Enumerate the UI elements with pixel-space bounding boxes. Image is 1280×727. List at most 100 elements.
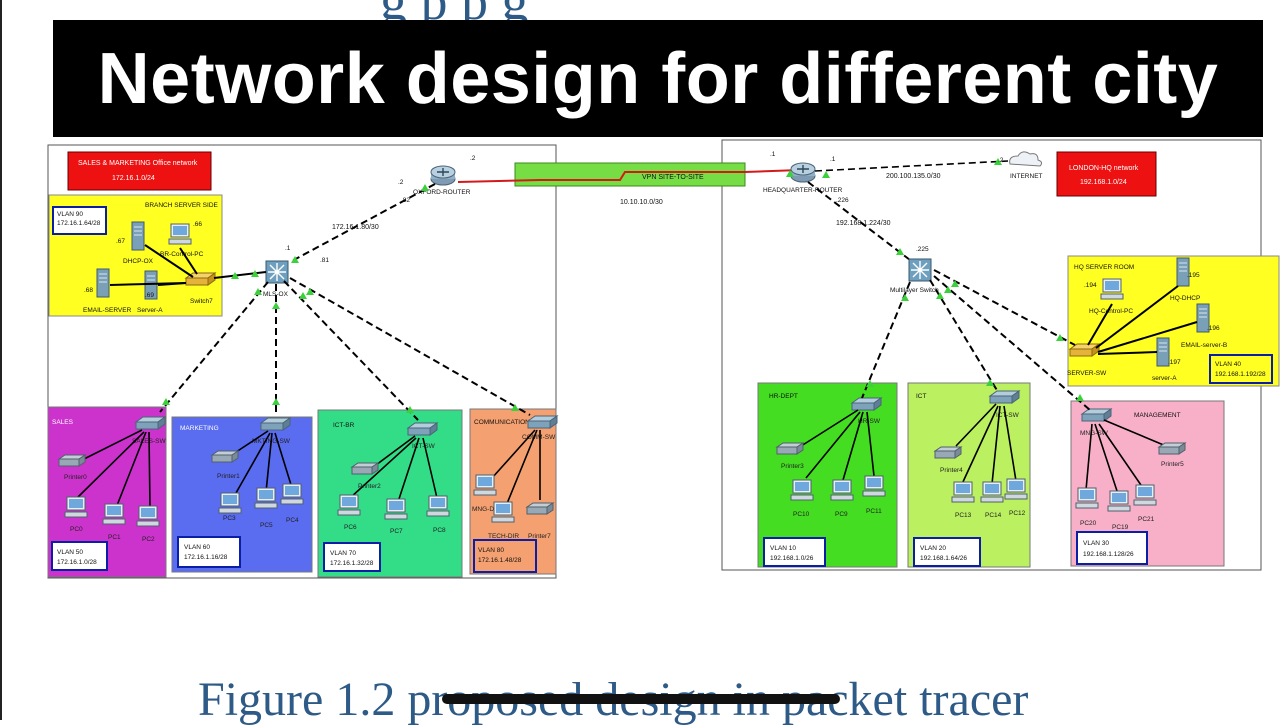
pc14-icon[interactable] xyxy=(980,481,1004,503)
printer1-icon[interactable] xyxy=(211,450,239,463)
ip-hq-internet: .1 xyxy=(830,156,836,163)
comm-sw-label: COMM-SW xyxy=(522,434,556,441)
hr-sw-icon[interactable] xyxy=(851,397,882,411)
printer0-icon[interactable] xyxy=(58,454,86,467)
mkting-sw-icon[interactable] xyxy=(260,417,291,431)
ip-email-server: .68 xyxy=(84,287,93,294)
marketing-title: MARKETING xyxy=(180,425,219,432)
ip-hq-dhcp: .195 xyxy=(1187,272,1200,279)
vlan80-label: VLAN 80 xyxy=(478,547,504,554)
hq-server-room-title: HQ SERVER ROOM xyxy=(1074,264,1134,271)
printer0-label: Printer0 xyxy=(64,474,87,481)
ict-br-title: ICT-BR xyxy=(333,422,355,429)
multilayer-switch-icon[interactable] xyxy=(908,258,932,282)
pc8-icon[interactable] xyxy=(426,495,450,517)
vlan40-label: VLAN 40 xyxy=(1215,361,1241,368)
pc2-icon[interactable] xyxy=(136,505,160,527)
dhcp-ox-icon[interactable] xyxy=(131,221,145,251)
link-oxford-mls xyxy=(289,183,436,263)
pc5-label: PC5 xyxy=(260,522,273,529)
pc13-label: PC13 xyxy=(955,512,972,519)
vlan20-subnet: 192.168.1.64/26 xyxy=(920,555,967,562)
vlan70-subnet: 172.16.1.32/28 xyxy=(330,560,374,567)
vlan50-label: VLAN 50 xyxy=(57,549,83,556)
br-control-pc-icon[interactable] xyxy=(168,223,192,245)
vlan30-box xyxy=(1076,531,1148,565)
printer4-icon[interactable] xyxy=(934,446,962,459)
vlan70-box xyxy=(323,542,381,572)
ict-br-sw-label: ICT-SW xyxy=(412,443,436,450)
pc8-label: PC8 xyxy=(433,527,446,534)
page-left-edge xyxy=(0,0,2,720)
management-title: MANAGEMENT xyxy=(1134,412,1181,419)
vpn-label: VPN SITE-TO-SITE xyxy=(642,174,704,181)
video-title-banner: Network design for different city xyxy=(53,20,1263,137)
email-server-icon[interactable] xyxy=(96,268,110,298)
comm-sw-icon[interactable] xyxy=(527,415,558,429)
vpn-box xyxy=(514,162,746,187)
printer3-label: Printer3 xyxy=(781,463,804,470)
tech-dir-icon[interactable] xyxy=(491,501,515,523)
internet-cloud-icon[interactable] xyxy=(1009,151,1043,167)
ict-br-sw-icon[interactable] xyxy=(407,422,438,436)
pc11-icon[interactable] xyxy=(862,475,886,497)
headquarter-router-icon[interactable] xyxy=(790,162,816,183)
pc10-icon[interactable] xyxy=(790,479,814,501)
vlan40-box xyxy=(1209,354,1273,384)
pc12-label: PC12 xyxy=(1009,510,1026,517)
pc10-label: PC10 xyxy=(793,511,810,518)
ip-oxford-a: .2 xyxy=(398,179,404,186)
ict-sw-icon[interactable] xyxy=(989,390,1020,404)
ip-oxford-b: .82 xyxy=(401,197,410,204)
pc4-icon[interactable] xyxy=(280,483,304,505)
tech-dir-label: TECH-DIR xyxy=(488,533,519,540)
left-network-subnet: 172.16.1.0/24 xyxy=(112,175,155,182)
vpn-tunnel-line xyxy=(457,169,801,183)
pc21-label: PC21 xyxy=(1138,516,1155,523)
printer7-icon[interactable] xyxy=(526,502,554,515)
server-sw-icon[interactable] xyxy=(1069,343,1100,357)
pc13-icon[interactable] xyxy=(951,481,975,503)
sales-sw-icon[interactable] xyxy=(135,416,166,430)
pc0-icon[interactable] xyxy=(64,496,88,518)
printer7-label: Printer7 xyxy=(528,533,551,540)
mls-ox-icon[interactable] xyxy=(265,260,289,284)
printer5-icon[interactable] xyxy=(1158,442,1186,455)
pc21-icon[interactable] xyxy=(1133,484,1157,506)
pc4-label: PC4 xyxy=(286,517,299,524)
vlan80-box xyxy=(473,539,537,573)
mng-sw-icon[interactable] xyxy=(1081,408,1112,422)
mng-d-icon[interactable] xyxy=(473,474,497,496)
hq-server-a-label: server-A xyxy=(1152,375,1177,382)
pc6-icon[interactable] xyxy=(337,494,361,516)
vlan20-label: VLAN 20 xyxy=(920,545,946,552)
pc3-icon[interactable] xyxy=(218,492,242,514)
pc9-icon[interactable] xyxy=(830,479,854,501)
printer3-icon[interactable] xyxy=(776,442,804,455)
ict-br-links xyxy=(349,435,438,503)
printer2-icon[interactable] xyxy=(351,462,379,475)
communication-title: COMMUNICATION xyxy=(474,419,530,426)
pc5-icon[interactable] xyxy=(254,487,278,509)
communication-links xyxy=(491,429,541,507)
pc20-icon[interactable] xyxy=(1075,487,1099,509)
server-room-links xyxy=(1087,285,1198,355)
vpn-subnet: 10.10.10.0/30 xyxy=(620,199,663,206)
sales-links xyxy=(77,429,151,509)
pc19-icon[interactable] xyxy=(1107,490,1131,512)
pc20-label: PC20 xyxy=(1080,520,1097,527)
pc1-icon[interactable] xyxy=(102,503,126,525)
oxford-router-icon[interactable] xyxy=(430,165,456,186)
hq-control-pc-icon[interactable] xyxy=(1100,278,1124,300)
pc12-icon[interactable] xyxy=(1004,478,1028,500)
right-network-label: LONDON-HQ network xyxy=(1069,165,1139,172)
vlan90-box xyxy=(52,206,107,235)
hr-links xyxy=(797,409,875,481)
pc7-icon[interactable] xyxy=(384,498,408,520)
ict-sw-label: ICT-SW xyxy=(996,412,1020,419)
ip-email-server-b: .196 xyxy=(1207,325,1220,332)
vlan50-subnet: 172.16.1.0/28 xyxy=(57,559,97,566)
video-progress-bar[interactable] xyxy=(442,694,840,704)
right-uplinks xyxy=(861,269,1091,411)
ip-internet: .2 xyxy=(998,157,1004,164)
